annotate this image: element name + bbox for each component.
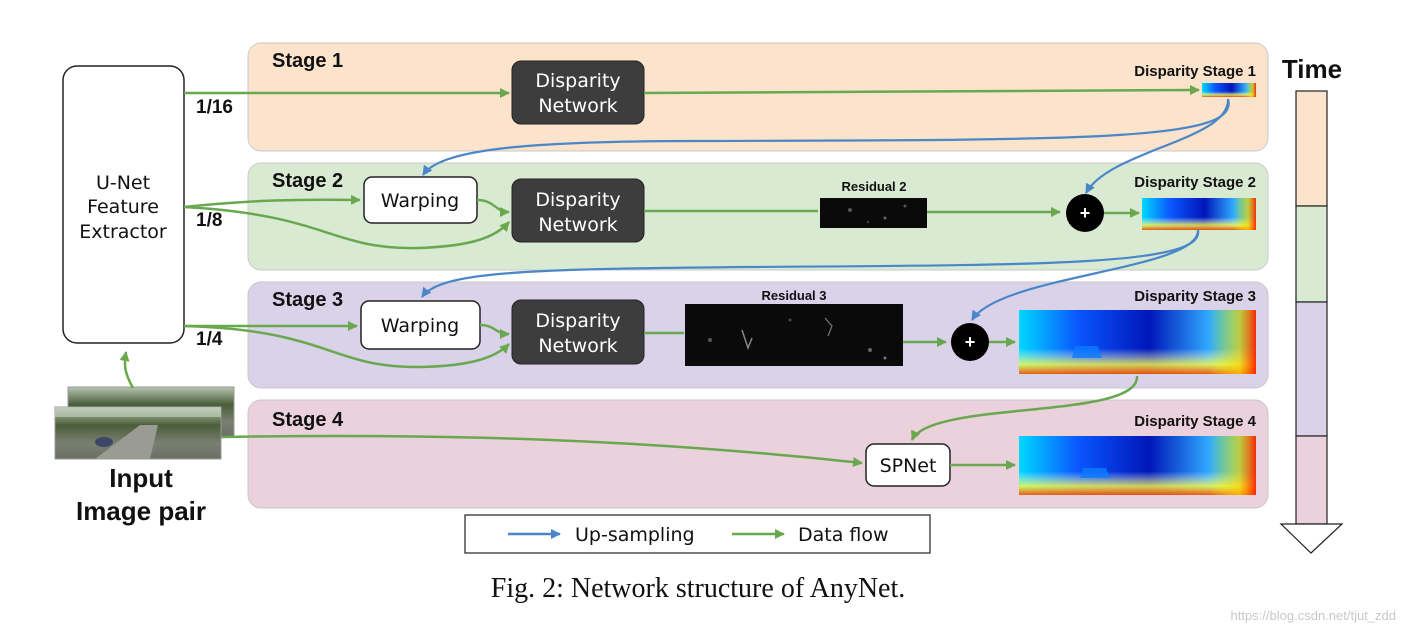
input-label-line-1: Input <box>109 463 173 493</box>
input-to-unet-arrow <box>119 351 135 389</box>
disparity-stage-2-label: Disparity Stage 2 <box>1134 174 1256 191</box>
unet-label-line-1: U-Net <box>96 172 150 194</box>
watermark: https://blog.csdn.net/tjut_zdd <box>1231 608 1397 623</box>
time-arrow <box>1279 90 1344 554</box>
scale-label-1-16: 1/16 <box>196 97 233 118</box>
input-image-pair <box>54 386 235 460</box>
plus-node-2 <box>1066 194 1104 232</box>
upsample-stage2-to-plus3 <box>971 229 1200 321</box>
stage-2-title: Stage 2 <box>272 170 343 192</box>
flow-disparity-1-to-output <box>643 85 1200 96</box>
upsample-stage1-to-plus2 <box>1085 98 1230 194</box>
flow-unet-to-warping-2 <box>183 194 361 209</box>
disparity-stage-2-map <box>1142 198 1256 230</box>
upsample-stage2-to-warping3 <box>421 229 1200 298</box>
disparity-stage-4-map <box>1019 436 1256 495</box>
plus-node-3 <box>951 323 989 361</box>
spnet-label: SPNet <box>880 455 937 477</box>
scale-label-1-4: 1/4 <box>196 329 223 350</box>
disparity-network-1-line-1: Disparity <box>535 70 620 92</box>
stage-4-title: Stage 4 <box>272 409 344 431</box>
disparity-network-2-line-1: Disparity <box>535 189 620 211</box>
figure-caption: Fig. 2: Network structure of AnyNet. <box>491 573 906 604</box>
warping-3-label: Warping <box>381 315 459 337</box>
residual-3-label: Residual 3 <box>761 288 826 303</box>
disparity-stage-1-map <box>1202 83 1256 97</box>
disparity-network-3-line-1: Disparity <box>535 310 620 332</box>
residual-3-map <box>685 304 903 366</box>
upsample-stage1-to-warping2 <box>422 98 1230 176</box>
stage-1-panel <box>247 42 1269 152</box>
disparity-stage-3-label: Disparity Stage 3 <box>1134 288 1256 305</box>
warping-2-label: Warping <box>381 190 459 212</box>
scale-label-1-8: 1/8 <box>196 210 222 231</box>
flow-output3-to-spnet <box>910 375 1139 441</box>
unet-label-line-3: Extractor <box>79 221 167 243</box>
residual-2-map <box>820 198 927 228</box>
unet-label-line-2: Feature <box>87 196 159 218</box>
flow-unet-to-disparity-3 <box>183 324 510 369</box>
plus-node-3-sign: + <box>965 332 976 352</box>
flow-unet-to-disparity-2 <box>183 205 510 250</box>
stage-2-panel <box>247 162 1269 271</box>
time-label: Time <box>1282 54 1342 84</box>
disparity-network-3-line-2: Network <box>538 335 617 357</box>
flow-warping2-to-disparity2 <box>476 198 510 217</box>
flow-warping3-to-disparity3 <box>479 323 510 339</box>
disparity-stage-4-label: Disparity Stage 4 <box>1134 413 1256 430</box>
legend-dataflow-label: Data flow <box>798 524 889 546</box>
disparity-stage-1-label: Disparity Stage 1 <box>1134 63 1256 80</box>
flow-input-to-spnet <box>220 434 863 468</box>
stage-3-title: Stage 3 <box>272 289 343 311</box>
input-label-line-2: Image pair <box>76 496 206 526</box>
unet-feature-extractor-box <box>62 65 185 344</box>
disparity-network-1-line-2: Network <box>538 95 617 117</box>
disparity-stage-3-map <box>1019 310 1256 374</box>
residual-2-label: Residual 2 <box>841 179 906 194</box>
stage-1-title: Stage 1 <box>272 50 343 72</box>
disparity-network-2-line-2: Network <box>538 214 617 236</box>
legend-upsampling-label: Up-sampling <box>575 524 695 546</box>
plus-node-2-sign: + <box>1080 203 1091 223</box>
